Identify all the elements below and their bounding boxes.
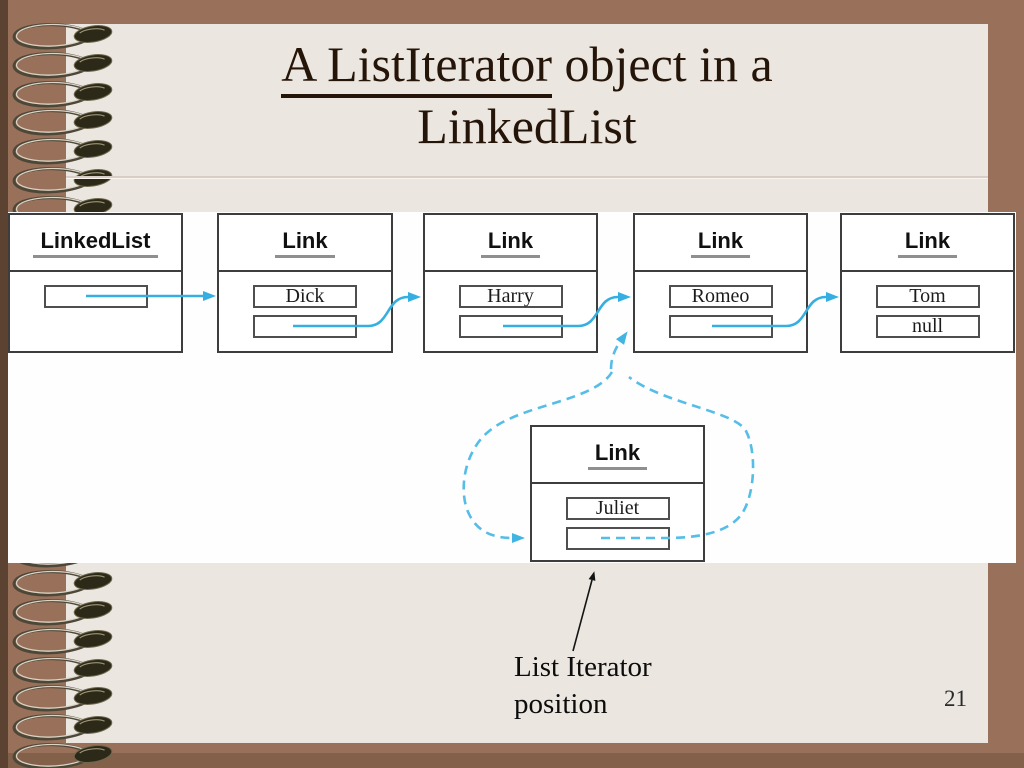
title-divider-line [66,176,988,178]
data-field-juliet: Juliet [565,497,670,520]
class-box-link-dick: Link Dick [217,213,393,353]
next-field-romeo [668,315,773,338]
class-box-body: Romeo [635,272,806,351]
page-title: A ListIterator object in a LinkedList [66,33,988,157]
title-underlined-text: A ListIterator [281,36,552,98]
data-field-harry: Harry [458,285,563,308]
next-field-juliet [565,527,670,550]
page-number: 21 [944,686,967,711]
class-box-header: Link [425,215,596,272]
next-field-null: null [875,315,980,338]
class-name-label: LinkedList [33,228,158,258]
data-field-dick: Dick [253,285,357,308]
title-rest-text: object in a [552,36,773,92]
class-box-body: Dick [219,272,391,351]
caption-line-2: position [514,688,608,720]
class-name-label: Link [587,440,648,470]
class-box-link-juliet: Link Juliet [530,425,705,562]
class-box-header: Link [532,427,703,484]
class-box-link-harry: Link Harry [423,213,598,353]
next-field-harry [458,315,563,338]
class-name-label: Link [480,228,541,258]
diagram-area: LinkedList Link Dick Link Harry Link Rom… [8,212,1016,563]
caption-line-1: List Iterator [514,651,652,683]
notebook-bottom-shadow [0,753,1024,768]
class-box-body: Juliet [532,484,703,560]
reference-field-linkedlist [43,285,148,308]
class-box-link-tom: Link Tom null [840,213,1015,353]
title-line-1: A ListIterator object in a [66,33,988,98]
next-field-dick [253,315,357,338]
caption-list-iterator-position: List Iterator position [514,649,652,723]
data-field-tom: Tom [875,285,980,308]
title-line-2: LinkedList [417,98,637,154]
class-box-header: Link [842,215,1013,272]
class-box-header: Link [219,215,391,272]
class-name-label: Link [897,228,958,258]
class-box-body: Tom null [842,272,1013,351]
class-box-header: Link [635,215,806,272]
class-name-label: Link [690,228,751,258]
class-box-body [10,272,181,351]
class-box-body: Harry [425,272,596,351]
data-field-romeo: Romeo [668,285,773,308]
class-name-label: Link [275,228,335,258]
class-box-link-romeo: Link Romeo [633,213,808,353]
notebook-edge-strip [0,0,8,768]
class-box-header: LinkedList [10,215,181,272]
class-box-linkedlist: LinkedList [8,213,183,353]
